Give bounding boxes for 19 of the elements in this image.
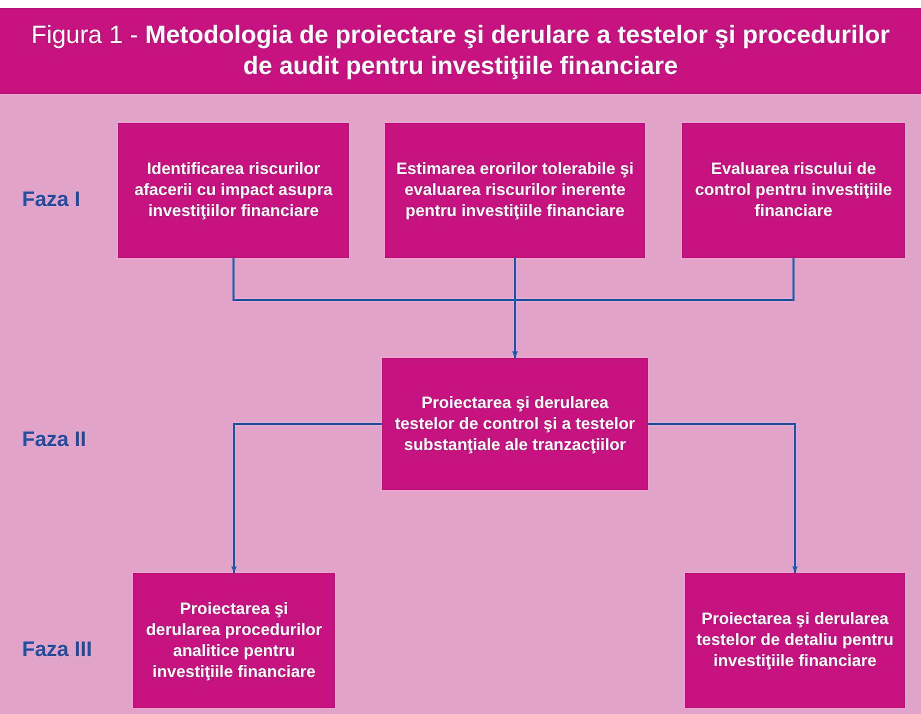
process-box <box>118 123 349 258</box>
process-box <box>682 123 905 258</box>
process-box <box>382 358 648 490</box>
box-text: Proiectarea şi derularea testelor de detaliu pentru investiţiile financiare <box>695 609 895 672</box>
phase-label: Faza I <box>22 188 80 212</box>
box-text: Estimarea erorilor tolerabile şi evaluarea riscurilor inerente pentru investiţiile financiare <box>395 159 635 222</box>
box-text: Identificarea riscurilor afacerii cu impact asupra investiţiilor financiare <box>133 159 334 222</box>
process-box <box>385 123 645 258</box>
box-text: Evaluarea riscului de control pentru investiţiile financiare <box>694 159 894 222</box>
process-box <box>685 573 905 708</box>
title: Figura 1 - Metodologia de proiectare şi derulare a testelor şi procedurilor de audit pentru investiţiile financiare <box>30 20 890 82</box>
phase-label: Faza III <box>22 638 92 662</box>
box-text: Proiectarea şi derularea testelor de control şi a testelor substanţiale ale tranzacţiilor <box>394 392 636 456</box>
arrow <box>512 258 794 358</box>
phase-label: Faza II <box>22 428 86 452</box>
box-text: Proiectarea şi derularea procedurilor analitice pentru investiţiile financiare <box>144 598 324 682</box>
arrow <box>648 423 798 573</box>
arrow <box>231 423 382 573</box>
process-box <box>133 573 335 708</box>
